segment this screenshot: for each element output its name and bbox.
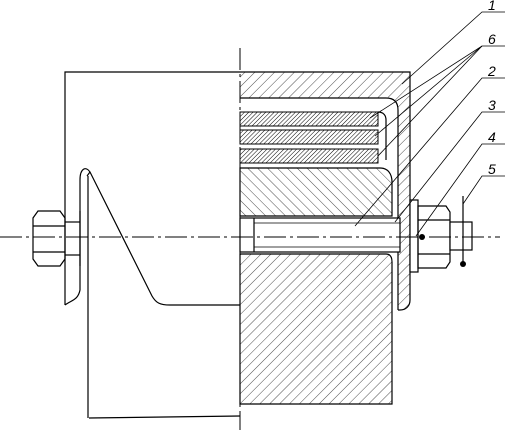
washer-part-4 [409, 199, 419, 273]
gasket-layers-6 [239, 111, 387, 164]
callout-2: 2 [487, 63, 496, 79]
bolt-shaft-3 [239, 217, 401, 253]
callout-3: 3 [488, 97, 496, 113]
callout-5: 5 [488, 161, 496, 177]
right-nut-5 [417, 196, 473, 269]
callout-labels: 1 6 2 3 4 5 [487, 0, 496, 177]
callout-6: 6 [488, 31, 496, 47]
housing-part-1 [240, 71, 411, 311]
part-2-block [239, 167, 393, 217]
callout-4: 4 [488, 129, 496, 145]
leader-lines [354, 11, 505, 237]
lower-block [239, 253, 393, 405]
center-lines [0, 48, 500, 430]
callout-1: 1 [488, 0, 496, 13]
left-nut [32, 210, 81, 267]
left-housing [64, 71, 241, 419]
